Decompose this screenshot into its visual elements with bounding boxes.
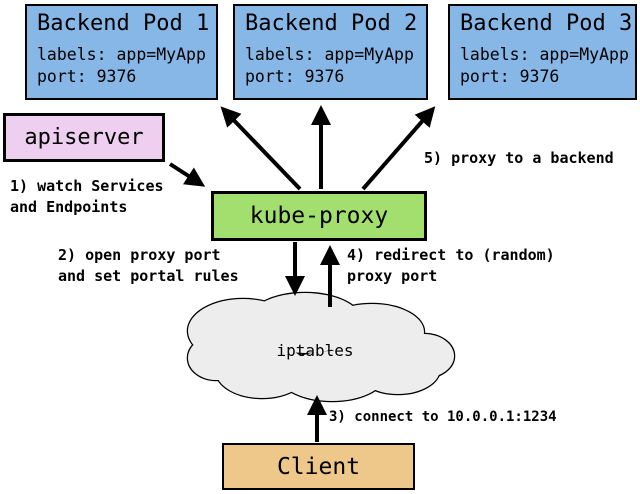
apiserver-box: apiserver	[3, 113, 165, 162]
client-box: Client	[222, 443, 415, 490]
annotation-step-2: 2) open proxy port and set portal rules	[58, 245, 239, 287]
annotation-line: proxy port	[347, 267, 438, 285]
pod-port: port: 9376	[37, 67, 137, 86]
annotation-line: 2) open proxy port	[58, 246, 221, 264]
annotation-line: 4) redirect to (random)	[347, 246, 555, 264]
arrow-kubeproxy-to-pod3	[361, 106, 436, 191]
annotation-step-1: 1) watch Services and Endpoints	[10, 176, 164, 218]
kube-proxy-label: kube-proxy	[249, 203, 389, 229]
pod-labels: labels: app=MyApp	[37, 45, 206, 64]
iptables-label: iptables	[276, 341, 354, 360]
annotation-step-4: 4) redirect to (random) proxy port	[347, 245, 555, 287]
pod-port: port: 9376	[460, 67, 560, 86]
pod-title: Backend Pod 2	[245, 11, 418, 36]
arrow-apiserver-to-kubeproxy	[168, 162, 206, 187]
client-label: Client	[276, 453, 361, 480]
pod-labels: labels: app=MyApp	[245, 45, 414, 64]
annotation-line: 1) watch Services	[10, 177, 164, 195]
pod-title: Backend Pod 1	[37, 11, 210, 36]
backend-pod-3-box: Backend Pod 3 labels: app=MyApp port: 93…	[448, 4, 637, 100]
backend-pod-1-box: Backend Pod 1 labels: app=MyApp port: 93…	[25, 4, 218, 100]
annotation-line: and Endpoints	[10, 198, 128, 216]
annotation-line: 5) proxy to a backend	[424, 149, 614, 167]
backend-pod-2-box: Backend Pod 2 labels: app=MyApp port: 93…	[233, 4, 428, 100]
annotation-line: and set portal rules	[58, 267, 239, 285]
kube-proxy-box: kube-proxy	[211, 191, 427, 241]
apiserver-label: apiserver	[24, 125, 144, 150]
pod-title: Backend Pod 3	[460, 11, 633, 36]
annotation-step-3: 3) connect to 10.0.0.1:1234	[329, 407, 557, 428]
annotation-step-5: 5) proxy to a backend	[424, 148, 614, 169]
pod-port: port: 9376	[245, 67, 345, 86]
annotation-line: 3) connect to 10.0.0.1:1234	[329, 409, 557, 425]
pod-labels: labels: app=MyApp	[460, 45, 629, 64]
arrow-kubeproxy-to-pod1	[220, 106, 302, 191]
iptables-cloud-icon	[186, 291, 456, 403]
